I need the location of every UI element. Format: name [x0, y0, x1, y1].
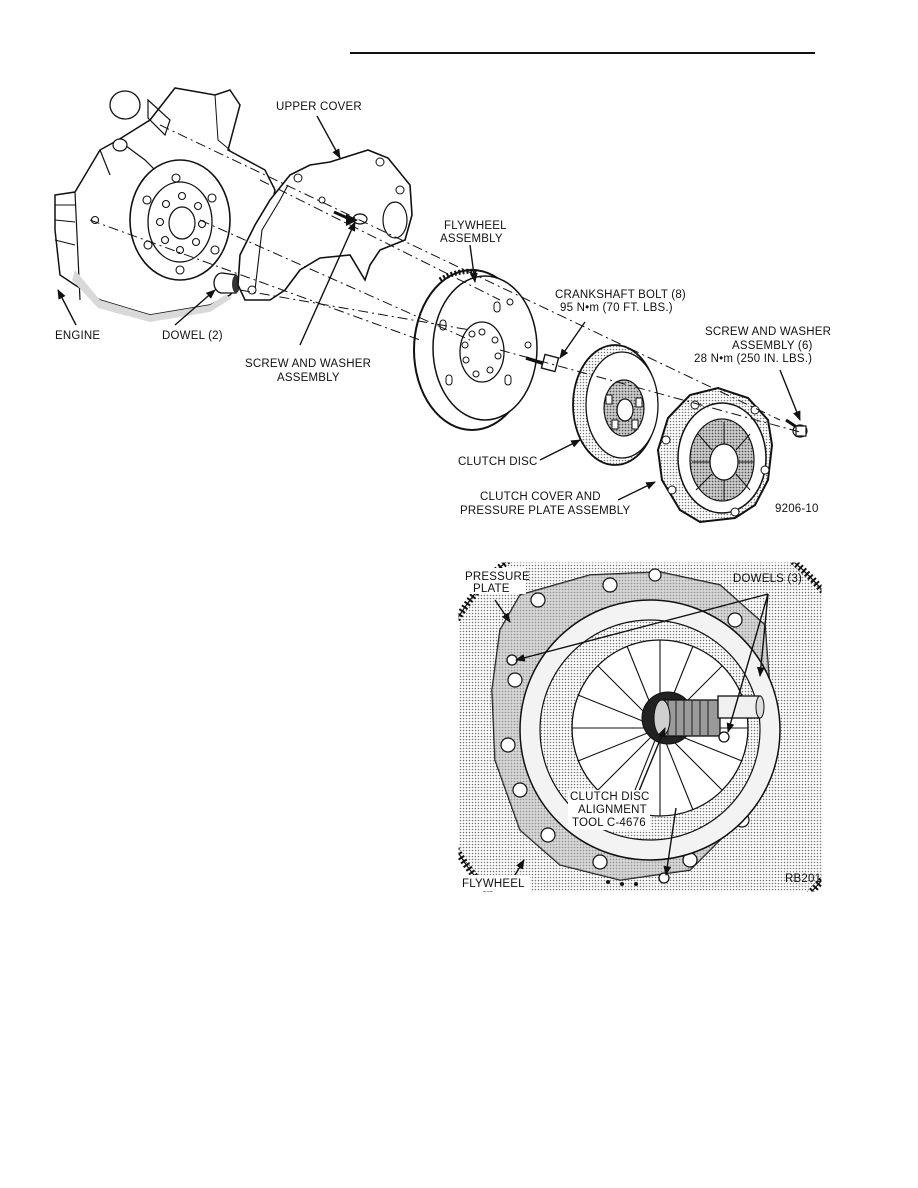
label-screw6-1: SCREW AND WASHER [705, 326, 831, 338]
label-screw6-2: ASSEMBLY (6) [732, 340, 813, 352]
figure-id-2: RB201 [785, 873, 821, 885]
clutch-cover-pressure-plate [656, 386, 774, 524]
label-tool-3: TOOL C-4676 [572, 817, 646, 829]
clutch-disc [572, 344, 659, 466]
label-cover-1: CLUTCH COVER AND [480, 491, 601, 503]
label-flywheel-2: FLYWHEEL [462, 878, 525, 890]
label-flywheel-1: FLYWHEEL [444, 220, 507, 232]
drive-holes [606, 880, 638, 886]
leader-lines [57, 115, 801, 501]
label-pressure-1: PRESSURE [465, 571, 530, 583]
leader-lines-2 [494, 593, 769, 881]
label-screw-1: SCREW AND WASHER [245, 358, 371, 370]
alignment-tool [653, 695, 765, 737]
label-flywheel-2: ASSEMBLY [440, 233, 503, 245]
dowel [213, 272, 240, 294]
label-cover-2: PRESSURE PLATE ASSEMBLY [460, 505, 630, 517]
label-pressure-2: PLATE [473, 583, 510, 595]
screw-and-washer-6 [785, 418, 808, 438]
engine-block [54, 87, 276, 322]
crankshaft-bolt [525, 353, 560, 373]
label-clutch-disc: CLUTCH DISC [458, 456, 538, 468]
label-dowel: DOWEL (2) [162, 330, 223, 342]
label-crankshaft-2: 95 N•m (70 FT. LBS.) [560, 302, 673, 314]
flywheel [413, 268, 538, 431]
dowels [506, 654, 730, 884]
label-engine: ENGINE [55, 330, 100, 342]
label-crankshaft-1: CRANKSHAFT BOLT (8) [555, 289, 686, 301]
alignment-lines [89, 124, 801, 433]
label-screw6-3: 28 N•m (250 IN. LBS.) [694, 353, 812, 365]
label-dowels: DOWELS (3) [733, 573, 802, 585]
label-tool-1: CLUTCH DISC [570, 791, 650, 803]
label-tool-2: ALIGNMENT [578, 804, 647, 816]
figure-id-1: 9206-10 [775, 503, 819, 515]
upper-cover [237, 149, 413, 301]
label-screw-2: ASSEMBLY [277, 372, 340, 384]
label-upper-cover: UPPER COVER [276, 101, 362, 113]
exploded-clutch-diagram: UPPER COVER FLYWHEEL ASSEMBLY CRANKSHAFT… [54, 87, 831, 524]
clutch-alignment-illustration: PRESSURE PLATE DOWELS (3) CLUTCH DISC AL… [457, 561, 823, 893]
